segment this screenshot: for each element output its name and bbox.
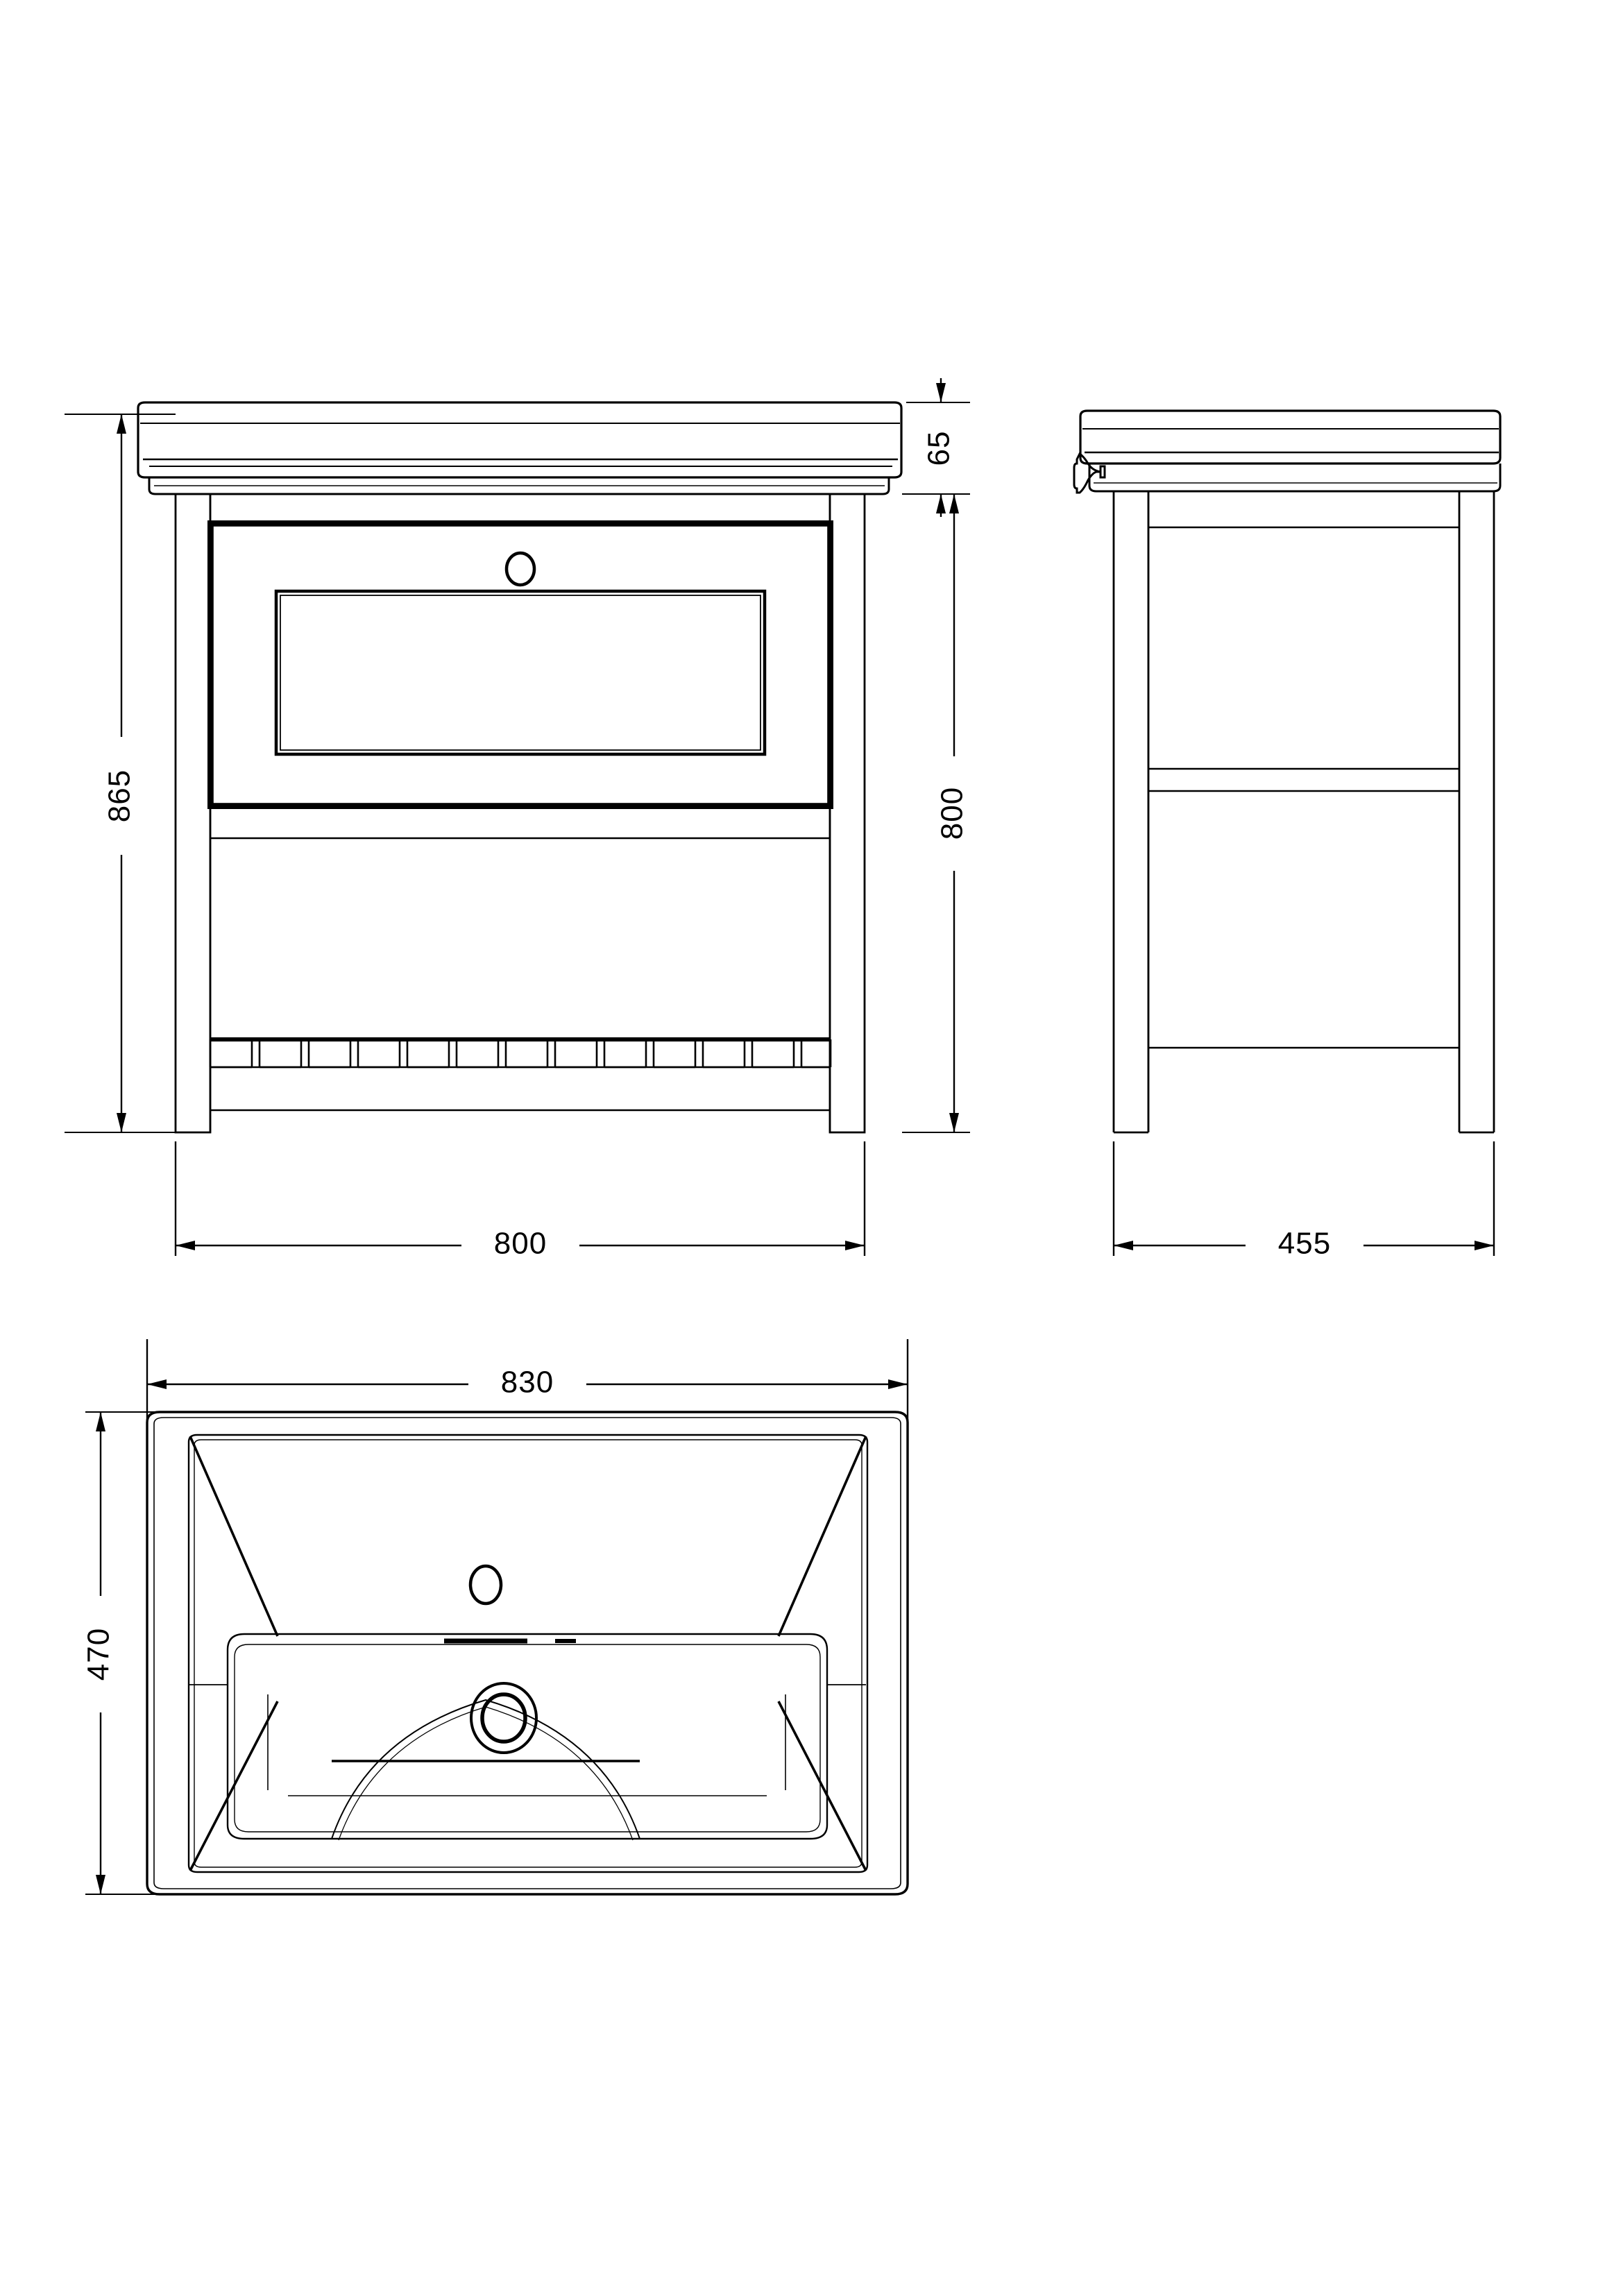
plan-view-basin — [146, 1411, 909, 1896]
side-elevation-view — [1073, 409, 1502, 1134]
dim-front-height-865: 865 — [65, 414, 176, 1133]
front-slatted-shelf — [209, 1037, 832, 1112]
side-right-leg — [1458, 491, 1495, 1134]
side-worktop — [1079, 409, 1502, 493]
side-drawer-knob[interactable] — [1073, 452, 1106, 494]
front-drawer-recessed-panel — [274, 589, 767, 756]
basin-bowl-interior — [189, 1684, 866, 1841]
basin-tap-hole[interactable] — [468, 1564, 503, 1606]
dim-label-865: 865 — [103, 769, 137, 822]
dim-label-455: 455 — [1278, 1227, 1331, 1261]
front-drawer-knob[interactable] — [504, 551, 536, 587]
dim-front-width-800: 800 — [174, 1141, 866, 1264]
side-left-leg — [1112, 491, 1150, 1134]
front-drawer[interactable] — [207, 520, 833, 809]
basin-outer-rim — [146, 1411, 909, 1896]
dim-basin-width-830: 830 — [146, 1339, 909, 1429]
dim-cabinet-height-800: 800 — [902, 493, 971, 1133]
front-left-leg — [174, 493, 212, 1134]
dim-label-800-width: 800 — [494, 1227, 547, 1261]
front-worktop — [137, 401, 903, 495]
basin-inner-rim — [187, 1434, 869, 1873]
dim-label-65: 65 — [922, 431, 956, 466]
front-elevation-view — [137, 401, 903, 1134]
dim-label-830: 830 — [501, 1366, 554, 1400]
dim-label-470: 470 — [82, 1628, 116, 1681]
front-lower-rail — [210, 803, 831, 840]
basin-waste-outlet[interactable] — [470, 1682, 538, 1754]
basin-corner-bevels — [189, 1436, 867, 1871]
dim-basin-depth-470: 470 — [82, 1411, 156, 1895]
dim-top-thickness-65: 65 — [902, 378, 970, 517]
dim-label-800-height: 800 — [935, 787, 969, 840]
basin-bowl — [226, 1633, 829, 1840]
side-panel-rails — [1147, 491, 1459, 1132]
dim-side-depth-455: 455 — [1112, 1141, 1495, 1264]
front-right-leg — [829, 493, 866, 1134]
